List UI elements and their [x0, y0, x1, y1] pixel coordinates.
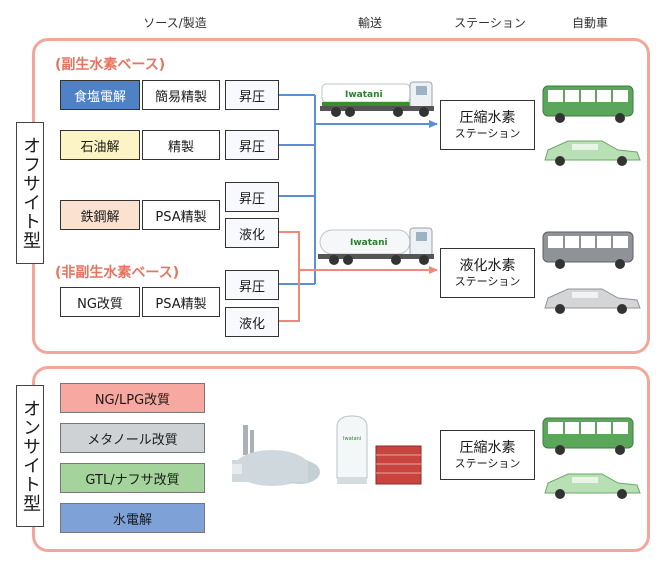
liquefied-flow-lines: [279, 231, 438, 322]
onsite-gtl-naphtha-reforming: GTL/ナフサ改質: [60, 463, 205, 493]
car-icon-2: [544, 288, 641, 314]
liquefied-station: 液化水素 ステーション: [440, 248, 535, 298]
factory-icon: [232, 425, 320, 486]
compressed-flow-lines: [279, 94, 438, 285]
liquefied-hydrogen-truck-icon: [318, 227, 434, 265]
bus-icon-2: [542, 231, 634, 269]
process-liquefy-1: 液化: [225, 218, 279, 248]
process-compress-2: 昇圧: [225, 130, 279, 160]
compressed-station-line1: 圧縮水素: [459, 110, 516, 126]
bus-icon-1: [542, 85, 634, 123]
header-transport: 輸送: [357, 16, 382, 30]
liquefied-station-line2: ステーション: [454, 275, 521, 288]
non-byproduct-title: (非副生水素ベース): [55, 265, 180, 281]
refine-psa-1: PSA精製: [142, 200, 220, 230]
header-station: ステーション: [454, 16, 526, 30]
compressed-hydrogen-truck-icon: [320, 81, 434, 117]
byproduct-title: (副生水素ベース): [55, 57, 166, 73]
header-source: ソース/製造: [143, 16, 207, 30]
hydrogen-tank-icon: [336, 415, 368, 484]
truck-logo-2: Iwatani: [350, 238, 388, 248]
offsite-label: オフサイト型: [16, 122, 44, 264]
source-brine-electrolysis: 食塩電解: [60, 80, 140, 110]
onsite-station: 圧縮水素 ステーション: [440, 430, 535, 480]
car-icon-1: [544, 140, 641, 166]
bus-icon-3: [542, 417, 634, 455]
tank-logo: Iwatani: [343, 436, 361, 442]
onsite-water-electrolysis: 水電解: [60, 503, 205, 533]
onsite-label: オンサイト型: [16, 385, 44, 527]
liquefied-station-line1: 液化水素: [459, 258, 516, 274]
process-compress-3: 昇圧: [225, 182, 279, 212]
truck-logo-1: Iwatani: [345, 90, 383, 100]
onsite-ng-lpg-reforming: NG/LPG改質: [60, 383, 205, 413]
process-compress-4: 昇圧: [225, 270, 279, 300]
source-steel: 鉄鋼解: [60, 200, 140, 230]
onsite-station-line2: ステーション: [454, 457, 521, 470]
compressed-station: 圧縮水素 ステーション: [440, 100, 535, 150]
onsite-station-line1: 圧縮水素: [459, 440, 516, 456]
source-ng-reforming: NG改質: [60, 287, 140, 317]
header-vehicle: 自動車: [571, 16, 608, 30]
source-petroleum: 石油解: [60, 130, 140, 160]
refine-psa-2: PSA精製: [142, 287, 220, 317]
refine-simple: 簡易精製: [142, 80, 220, 110]
process-compress-1: 昇圧: [225, 80, 279, 110]
compressed-station-line2: ステーション: [454, 127, 521, 140]
refine-standard: 精製: [142, 130, 220, 160]
storage-rack-icon: [375, 445, 422, 485]
process-liquefy-2: 液化: [225, 307, 279, 337]
onsite-methanol-reforming: メタノール改質: [60, 423, 205, 453]
car-icon-3: [544, 473, 641, 499]
